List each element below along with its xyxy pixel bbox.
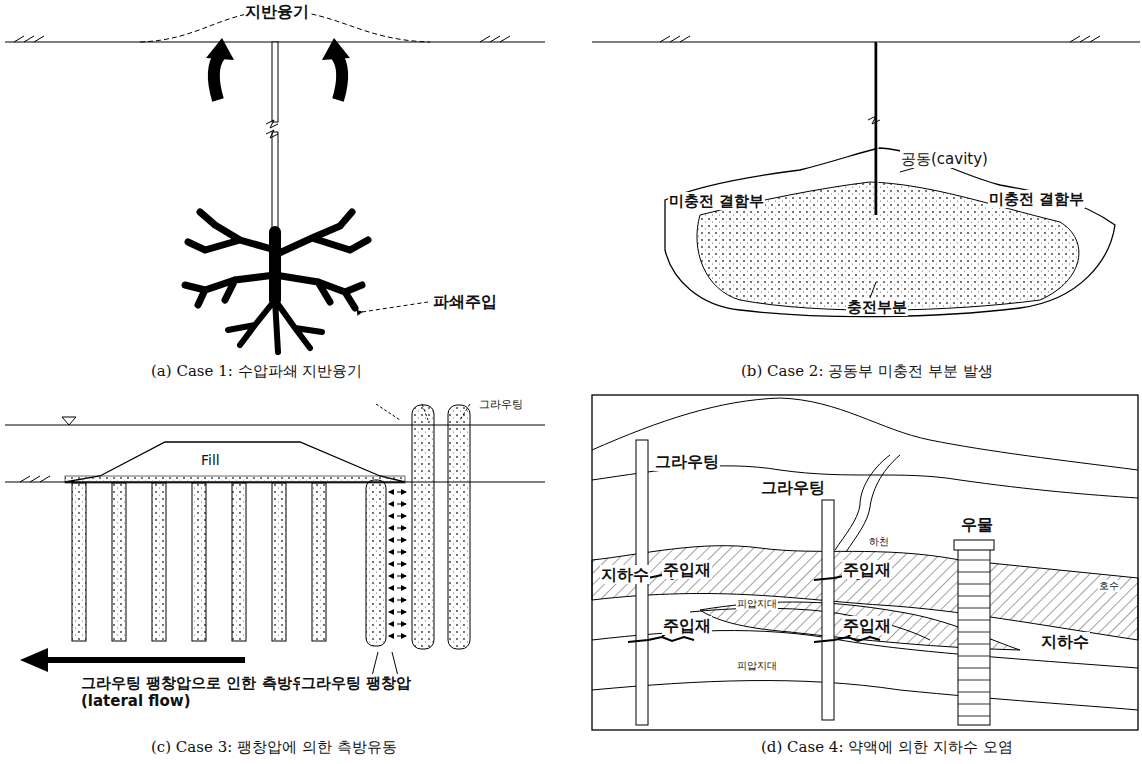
well-casing xyxy=(958,584,990,585)
pressure-arrow xyxy=(389,516,392,517)
well-casing xyxy=(958,668,990,669)
pressure-arrow xyxy=(389,636,392,637)
case1-figure xyxy=(5,10,545,352)
pressure-arrow xyxy=(389,540,392,541)
well-casing xyxy=(958,716,990,717)
case2-figure xyxy=(592,36,1140,317)
pressure-arrow xyxy=(397,552,406,553)
callout-label: 지하수 xyxy=(600,565,650,584)
case4-figure xyxy=(592,395,1138,730)
well-casing xyxy=(958,620,990,621)
well-casing xyxy=(958,644,990,645)
grout-column xyxy=(272,483,286,641)
callout-label: 주입재 xyxy=(662,560,712,579)
well-casing xyxy=(958,680,990,681)
pressure-arrow xyxy=(397,600,406,601)
pressure-arrow xyxy=(389,564,392,565)
callout-label: 호수 xyxy=(1098,580,1120,592)
well-casing xyxy=(958,608,990,609)
pressure-arrow xyxy=(397,564,406,565)
figure-caption: (c) Case 3: 팽창압에 의한 측방유동 xyxy=(150,738,398,756)
well-casing xyxy=(958,656,990,657)
callout-label: 하천 xyxy=(868,536,890,548)
callout-label: 주입재 xyxy=(662,616,712,635)
callout-label: 주입재 xyxy=(842,616,892,635)
pressure-arrow xyxy=(397,624,406,625)
figure-caption: (b) Case 2: 공동부 미충전 부분 발생 xyxy=(740,362,994,380)
grout-column xyxy=(112,483,126,641)
pressure-arrow xyxy=(397,528,406,529)
figure-caption: (d) Case 4: 약액에 의한 지하수 오염 xyxy=(760,738,1014,756)
grout-column xyxy=(192,483,206,641)
callout-label: 충전부분 xyxy=(846,298,908,316)
well-casing xyxy=(958,704,990,705)
callout-label: 피압지대 xyxy=(736,660,778,672)
pressure-arrow xyxy=(397,636,406,637)
grout-column xyxy=(312,483,326,641)
pressure-arrow xyxy=(397,516,406,517)
well-casing xyxy=(958,572,990,573)
pressure-arrow xyxy=(389,600,392,601)
pressure-arrow xyxy=(389,612,392,613)
well-casing xyxy=(958,560,990,561)
well-casing xyxy=(958,632,990,633)
callout-label: 그라우팅 xyxy=(654,452,720,471)
pressure-arrow xyxy=(389,492,392,493)
callout-label: 지반융기 xyxy=(244,2,310,21)
callout-label: 피압지대 xyxy=(736,598,778,610)
pressure-arrow xyxy=(397,504,406,505)
pressure-arrow xyxy=(389,552,392,553)
figure-caption: (a) Case 1: 수압파쇄 지반융기 xyxy=(150,362,363,380)
grout-column xyxy=(72,483,86,641)
pressure-arrow xyxy=(397,540,406,541)
callout-label: 공동(cavity) xyxy=(900,150,989,168)
pressure-arrow xyxy=(389,576,392,577)
grout-column xyxy=(232,483,246,641)
well-casing xyxy=(958,692,990,693)
pressure-arrow xyxy=(389,588,392,589)
callout-label: 파쇄주입 xyxy=(432,292,498,311)
callout-label: 그라우팅 팽창압 xyxy=(300,674,412,692)
callout-label: 그라우팅 xyxy=(478,398,524,411)
pressure-arrow xyxy=(397,492,406,493)
pressure-arrow xyxy=(397,588,406,589)
pressure-arrow xyxy=(389,504,392,505)
pressure-arrow xyxy=(397,576,406,577)
pressure-arrow xyxy=(397,612,406,613)
case3-figure xyxy=(5,404,545,676)
callout-label: Fill xyxy=(200,452,221,469)
callout-label: 지하수 xyxy=(1040,632,1090,651)
callout-label: 그라우팅 xyxy=(760,478,826,497)
grout-column xyxy=(152,483,166,641)
callout-label: 미충전 결함부 xyxy=(668,192,765,210)
pressure-arrow xyxy=(389,624,392,625)
callout-label: 주입재 xyxy=(842,560,892,579)
callout-label: 미충전 결함부 xyxy=(988,190,1085,208)
well-casing xyxy=(958,596,990,597)
callout-label: 우물 xyxy=(960,515,994,534)
pressure-arrow xyxy=(389,528,392,529)
